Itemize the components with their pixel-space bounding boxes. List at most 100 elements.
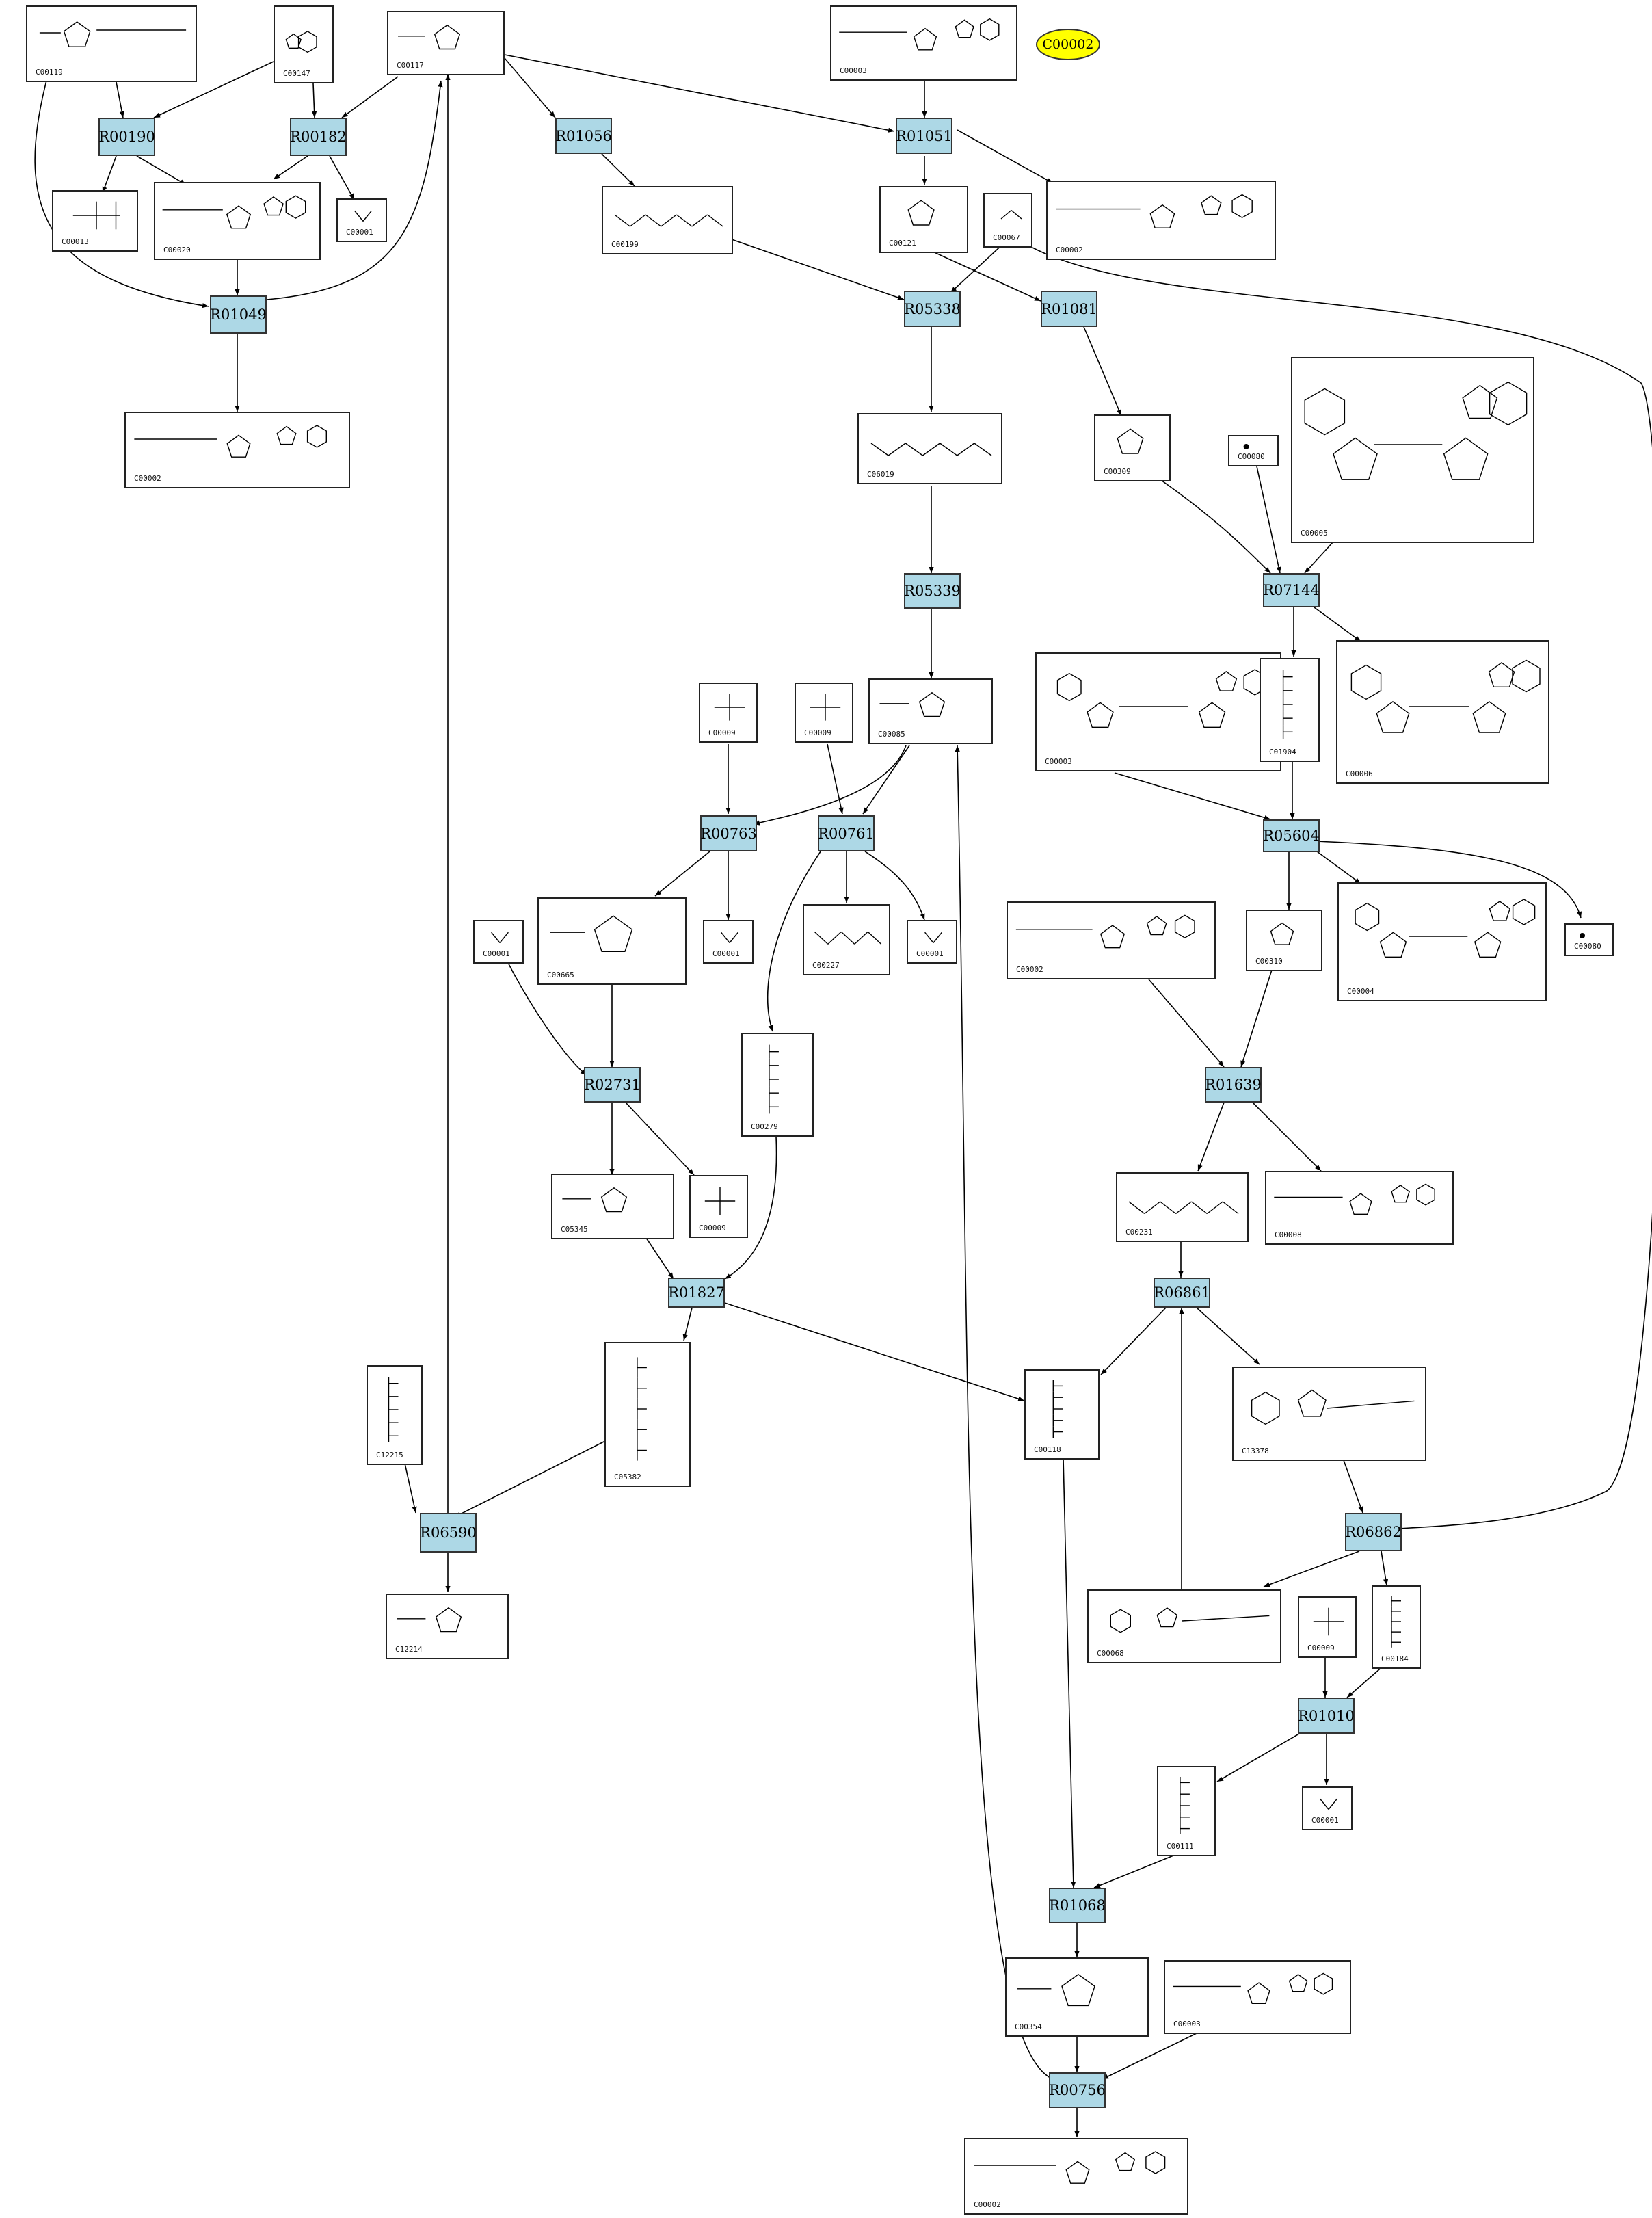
compound-c00231[interactable]: C00231 — [1116, 1172, 1249, 1242]
compound-c00009-a[interactable]: C00009 — [699, 683, 758, 743]
compound-c00080-b[interactable]: C00080 — [1564, 923, 1614, 956]
compound-c00001-a[interactable]: C00001 — [336, 198, 387, 242]
compound-c00009-d[interactable]: C00009 — [1298, 1596, 1357, 1658]
reaction-R00190[interactable]: R00190 — [98, 118, 155, 156]
reaction-R01639[interactable]: R01639 — [1205, 1067, 1262, 1103]
compound-c00003-c[interactable]: C00003 — [1164, 1960, 1351, 2034]
compound-id: C05382 — [614, 1473, 641, 1481]
compound-c00003-top[interactable]: C00003 — [830, 5, 1017, 81]
compound-c00002-c[interactable]: C00002 — [1007, 901, 1216, 979]
compound-c00006[interactable]: C00006 — [1336, 640, 1549, 784]
compound-c00199[interactable]: C00199 — [602, 186, 733, 254]
molecule-structure-icon — [769, 1044, 779, 1114]
compound-c00002-b[interactable]: C00002 — [1046, 181, 1276, 260]
reaction-R05338[interactable]: R05338 — [904, 291, 961, 327]
compound-c00085[interactable]: C00085 — [868, 678, 993, 744]
reaction-R06862[interactable]: R06862 — [1345, 1513, 1402, 1551]
compound-id: C00309 — [1104, 467, 1131, 476]
compound-c00004[interactable]: C00004 — [1337, 882, 1547, 1001]
compound-c00002-a[interactable]: C00002 — [124, 412, 350, 488]
molecule-structure-icon — [1251, 1389, 1415, 1425]
compound-c00001-c[interactable]: C00001 — [703, 920, 754, 964]
compound-id: C13378 — [1242, 1447, 1269, 1455]
compound-c12214[interactable]: C12214 — [386, 1594, 509, 1659]
molecule-structure-icon — [134, 425, 327, 458]
compound-c00009-b[interactable]: C00009 — [795, 683, 853, 743]
compound-c00001-b[interactable]: C00001 — [473, 920, 524, 964]
compound-c00118[interactable]: C00118 — [1024, 1369, 1100, 1460]
molecule-structure-icon — [1128, 1201, 1239, 1215]
compound-c13378[interactable]: C13378 — [1232, 1367, 1426, 1461]
compound-c00002-d[interactable]: C00002 — [964, 2138, 1188, 2215]
compound-id: C00279 — [751, 1122, 778, 1131]
compound-c00665[interactable]: C00665 — [537, 897, 687, 985]
compound-c00068[interactable]: C00068 — [1087, 1589, 1281, 1663]
reaction-R06590[interactable]: R06590 — [420, 1513, 477, 1553]
compound-c00121[interactable]: C00121 — [879, 186, 968, 253]
compound-c00279[interactable]: C00279 — [741, 1033, 814, 1137]
compound-c00001-d[interactable]: C00001 — [907, 920, 957, 964]
reaction-R01068[interactable]: R01068 — [1049, 1888, 1106, 1923]
reaction-R02731[interactable]: R02731 — [584, 1067, 641, 1103]
compound-c00009-c[interactable]: C00009 — [689, 1175, 748, 1238]
molecule-structure-icon — [839, 18, 1000, 51]
reaction-R01081[interactable]: R01081 — [1041, 291, 1097, 327]
molecule-structure-icon — [354, 210, 372, 222]
compound-c05382[interactable]: C05382 — [604, 1342, 691, 1487]
compound-id: C00009 — [804, 728, 831, 737]
reaction-R05339[interactable]: R05339 — [904, 573, 961, 609]
compound-c00309[interactable]: C00309 — [1094, 414, 1171, 481]
molecule-structure-icon — [721, 932, 738, 943]
molecule-structure-icon — [907, 200, 935, 226]
compound-c00005[interactable]: C00005 — [1291, 357, 1534, 543]
reaction-R05604[interactable]: R05604 — [1263, 819, 1320, 852]
compound-c00013[interactable]: C00013 — [52, 190, 138, 252]
compound-c00080-a[interactable]: C00080 — [1228, 435, 1279, 466]
highlight-compound[interactable]: C00002 — [1036, 29, 1100, 60]
molecule-structure-icon — [72, 201, 120, 230]
compound-c06019[interactable]: C06019 — [857, 413, 1002, 484]
compound-c00310[interactable]: C00310 — [1246, 910, 1322, 971]
compound-id: C00003 — [1045, 757, 1072, 766]
molecule-structure-icon — [1056, 669, 1266, 728]
compound-c00020[interactable]: C00020 — [154, 182, 321, 260]
compound-id: C01904 — [1269, 748, 1296, 756]
reaction-R00756[interactable]: R00756 — [1049, 2072, 1106, 2108]
reaction-R06861[interactable]: R06861 — [1154, 1278, 1210, 1308]
reaction-R00182[interactable]: R00182 — [290, 118, 347, 156]
reaction-R01049[interactable]: R01049 — [210, 295, 267, 334]
reaction-R01010[interactable]: R01010 — [1298, 1698, 1355, 1734]
compound-id: C00080 — [1238, 452, 1265, 461]
compound-c00003-b[interactable]: C00003 — [1035, 652, 1281, 771]
compound-c00119[interactable]: C00119 — [26, 5, 197, 82]
reaction-R01051[interactable]: R01051 — [896, 118, 952, 154]
molecule-structure-icon — [39, 21, 187, 47]
compound-c00227[interactable]: C00227 — [803, 904, 890, 975]
compound-c00067[interactable]: C00067 — [983, 193, 1032, 248]
compound-id: C00001 — [916, 949, 944, 958]
compound-c00147[interactable]: C00147 — [274, 5, 334, 83]
compound-c00354[interactable]: C00354 — [1005, 1957, 1149, 2037]
compound-c12215[interactable]: C12215 — [367, 1365, 423, 1465]
reaction-R01056[interactable]: R01056 — [555, 118, 612, 154]
compound-id: C00002 — [974, 2200, 1001, 2209]
molecule-structure-icon — [1282, 670, 1293, 739]
reaction-R00763[interactable]: R00763 — [700, 815, 757, 851]
compound-id: C00006 — [1346, 769, 1373, 778]
molecule-structure-icon — [1015, 914, 1195, 949]
compound-id: C00001 — [346, 228, 373, 237]
reaction-R07144[interactable]: R07144 — [1263, 573, 1320, 607]
reaction-R01827[interactable]: R01827 — [668, 1278, 725, 1308]
compound-id: C00354 — [1015, 2022, 1042, 2031]
compound-id: C00020 — [163, 246, 191, 254]
reaction-R00761[interactable]: R00761 — [818, 815, 875, 851]
compound-c00001-e[interactable]: C00001 — [1302, 1786, 1353, 1830]
compound-c00008[interactable]: C00008 — [1265, 1171, 1454, 1245]
compound-c01904[interactable]: C01904 — [1260, 658, 1320, 762]
compound-c00184[interactable]: C00184 — [1372, 1585, 1421, 1669]
molecule-structure-icon — [550, 915, 633, 953]
compound-c00117[interactable]: C00117 — [387, 11, 505, 75]
compound-c05345[interactable]: C05345 — [551, 1174, 674, 1239]
compound-c00111[interactable]: C00111 — [1157, 1766, 1216, 1856]
compound-id: C00067 — [993, 233, 1020, 242]
